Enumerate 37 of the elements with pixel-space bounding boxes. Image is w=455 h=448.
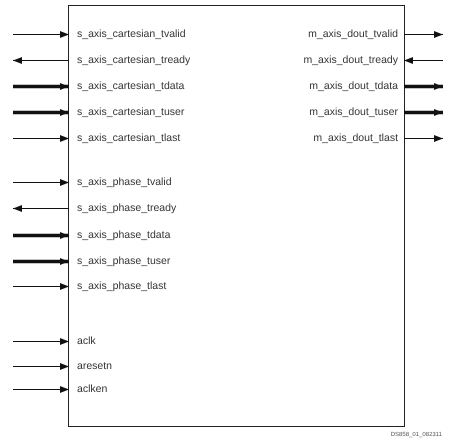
port-label: m_axis_dout_tlast bbox=[313, 132, 404, 145]
port-label: s_axis_phase_tdata bbox=[69, 229, 170, 242]
port-label: s_axis_cartesian_tlast bbox=[69, 132, 180, 145]
port-label: aclk bbox=[69, 335, 96, 348]
signal-arrow bbox=[404, 31, 443, 38]
ip-core-block bbox=[68, 5, 405, 427]
port-label: s_axis_cartesian_tready bbox=[69, 54, 190, 67]
port-label: s_axis_phase_tlast bbox=[69, 280, 166, 293]
signal-arrow bbox=[13, 283, 69, 290]
signal-arrow bbox=[13, 363, 69, 370]
signal-arrow bbox=[13, 57, 69, 64]
port-label: aclken bbox=[69, 383, 108, 396]
signal-arrow bbox=[13, 83, 69, 90]
signal-arrow bbox=[404, 135, 443, 142]
signal-arrow bbox=[13, 179, 69, 186]
signal-arrow bbox=[13, 338, 69, 345]
signal-arrow bbox=[13, 135, 69, 142]
signal-arrow bbox=[404, 83, 443, 90]
port-label: s_axis_cartesian_tuser bbox=[69, 106, 184, 119]
port-label: s_axis_cartesian_tdata bbox=[69, 80, 184, 93]
port-label: m_axis_dout_tvalid bbox=[308, 28, 404, 41]
signal-arrow bbox=[13, 258, 69, 265]
signal-arrow bbox=[13, 31, 69, 38]
port-label: s_axis_cartesian_tvalid bbox=[69, 28, 186, 41]
port-label: m_axis_dout_tready bbox=[303, 54, 404, 67]
signal-arrow bbox=[13, 232, 69, 239]
signal-arrow bbox=[13, 386, 69, 393]
port-label: s_axis_phase_tready bbox=[69, 202, 176, 215]
port-label: s_axis_phase_tuser bbox=[69, 255, 170, 268]
signal-arrow bbox=[13, 109, 69, 116]
signal-arrow bbox=[13, 205, 69, 212]
port-label: m_axis_dout_tdata bbox=[309, 80, 404, 93]
port-label: s_axis_phase_tvalid bbox=[69, 176, 172, 189]
port-label: m_axis_dout_tuser bbox=[309, 106, 404, 119]
signal-arrow bbox=[404, 57, 443, 64]
signal-arrow bbox=[404, 109, 443, 116]
port-label: aresetn bbox=[69, 360, 112, 373]
